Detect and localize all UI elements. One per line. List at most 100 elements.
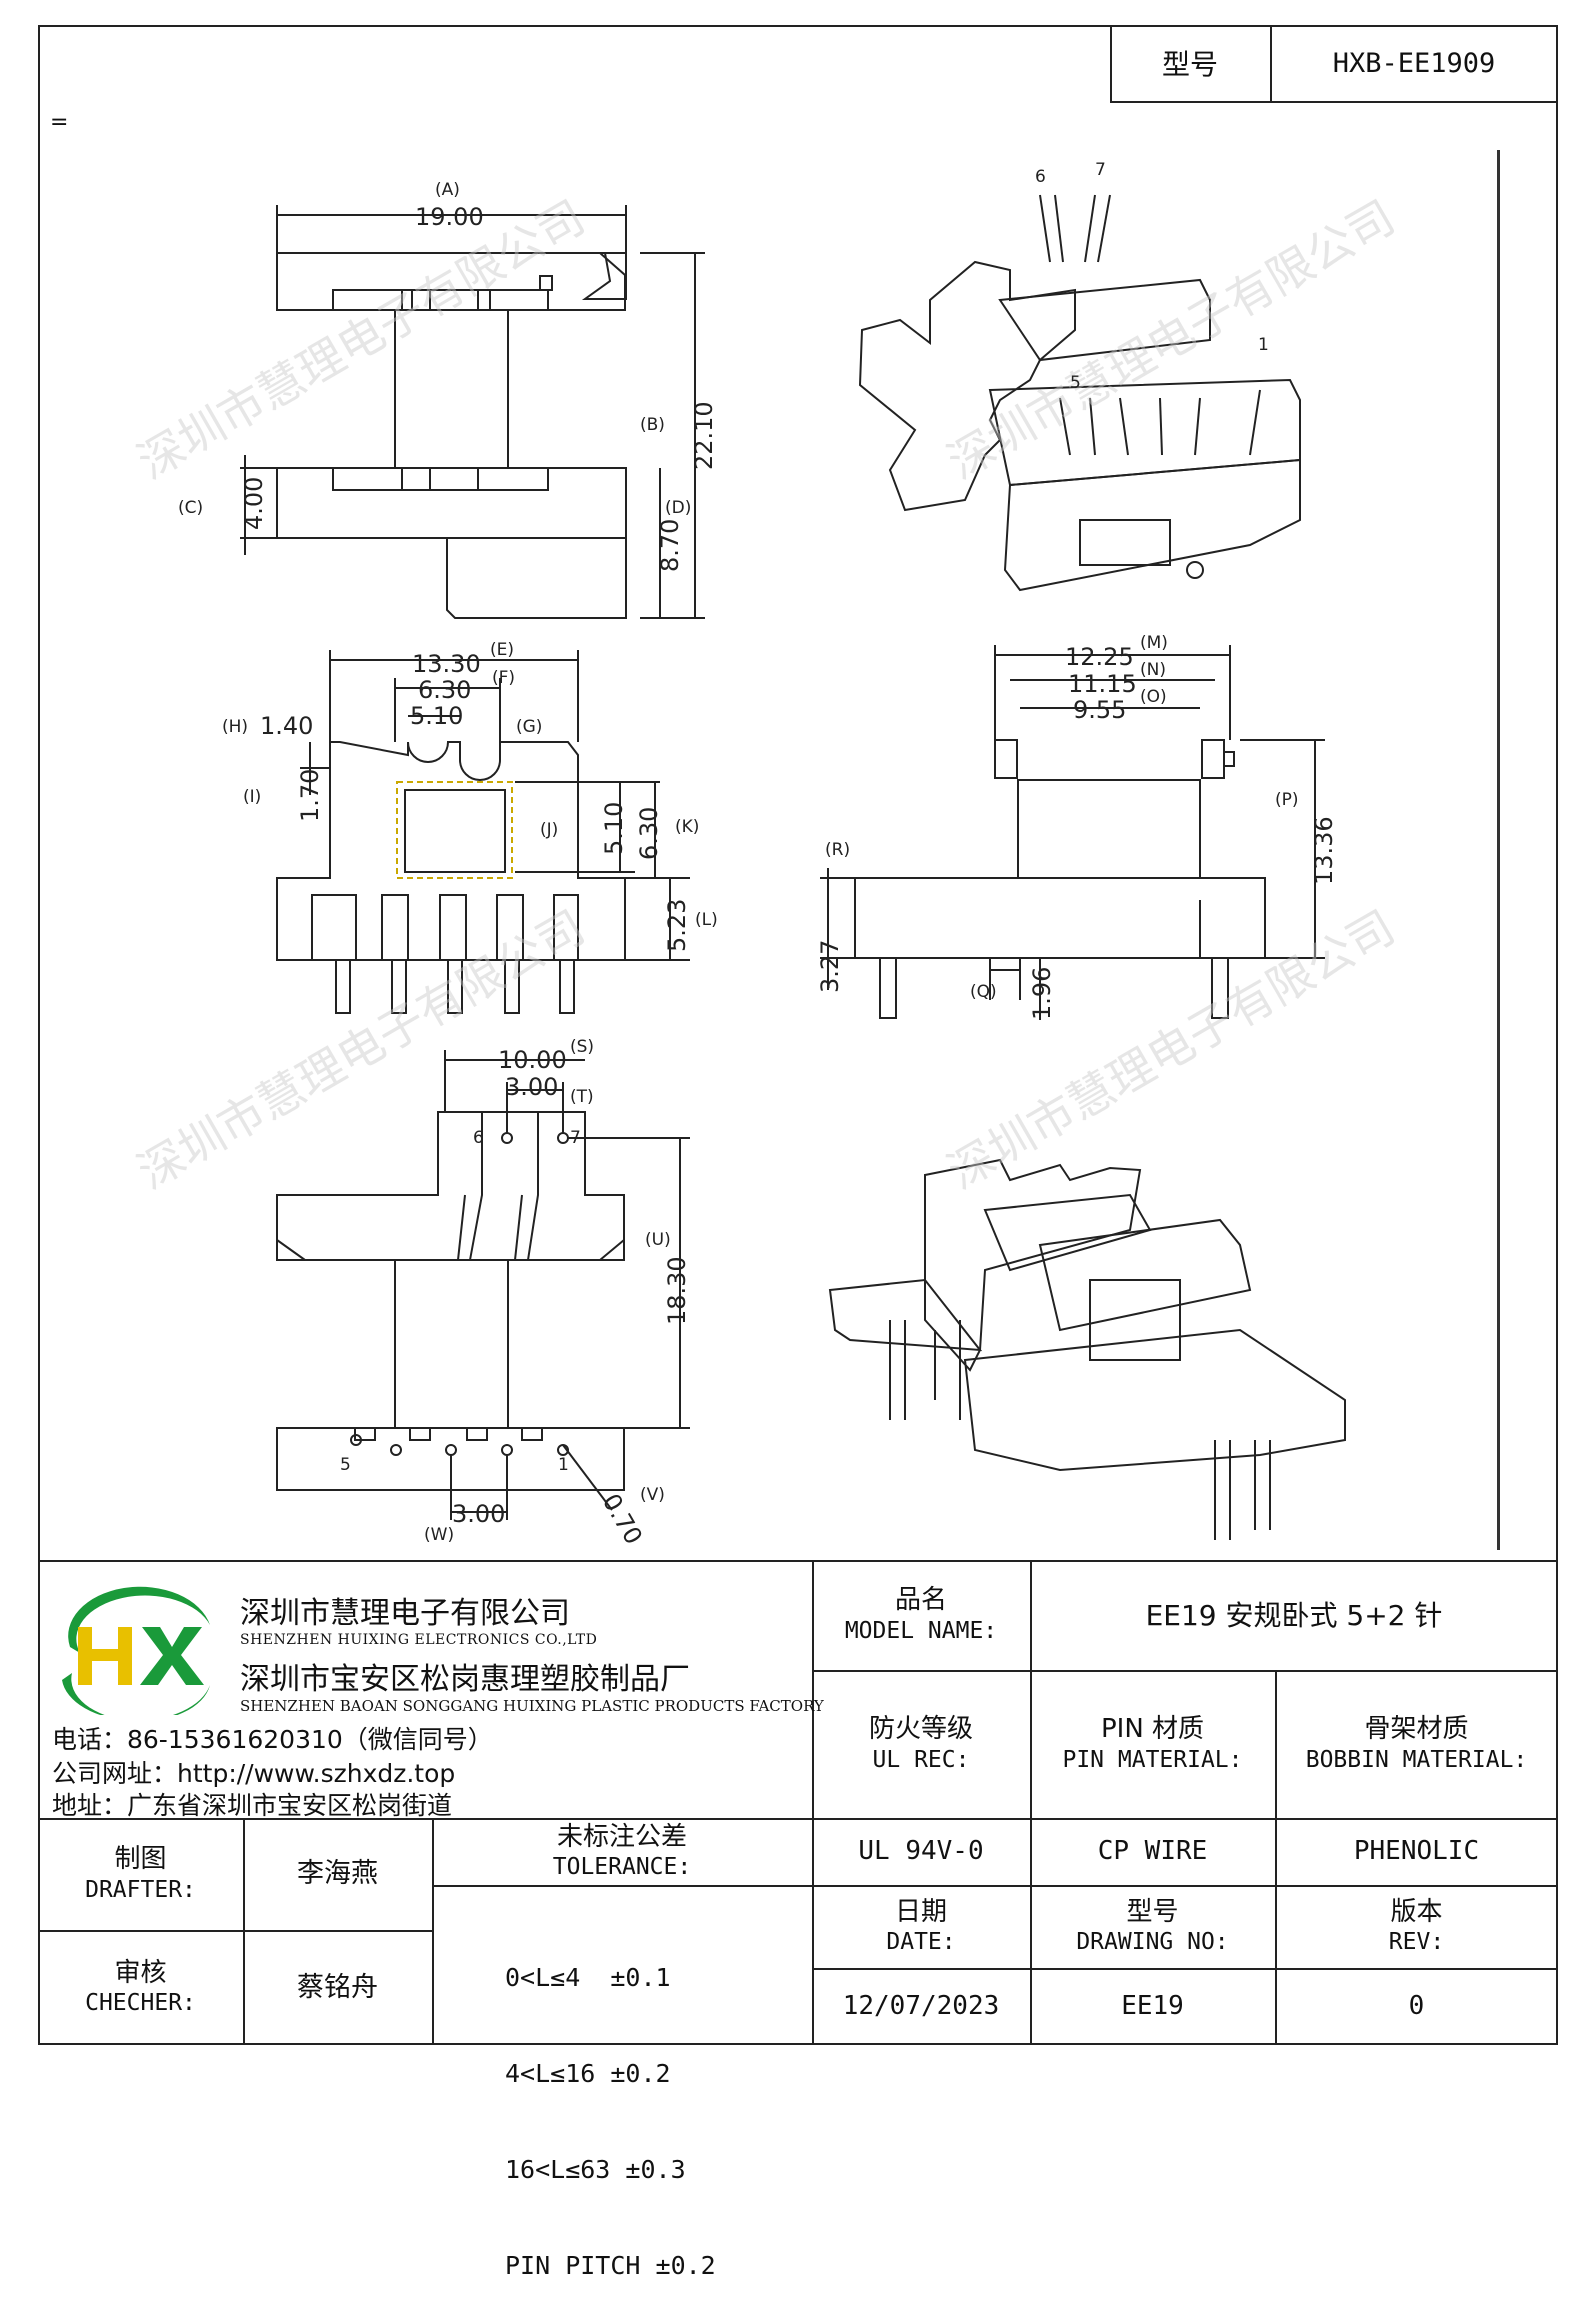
dim-t-label: (T) — [570, 1087, 594, 1107]
header-model-box — [1110, 25, 1558, 103]
view-iso-top — [858, 194, 1301, 592]
dim-t-value: 3.00 — [505, 1073, 558, 1101]
view-front — [240, 205, 705, 619]
pin-6-bottom: 6 — [473, 1128, 484, 1148]
company-name-cn: 深圳市慧理电子有限公司 — [240, 1596, 570, 1631]
company-logo — [62, 1586, 210, 1715]
pin-material-cn: PIN 材质 — [1100, 1714, 1205, 1745]
dim-p-label: (P) — [1275, 790, 1299, 810]
dim-h-value: 1.40 — [260, 712, 313, 740]
date-en: DATE: — [886, 1929, 956, 1956]
tolerance-line-2: 4<L≤16 ±0.2 — [505, 2059, 671, 2088]
tolerance-line-3: 16<L≤63 ±0.3 — [505, 2155, 686, 2184]
rev-cn: 版本 — [1390, 1896, 1443, 1927]
tolerance-cn: 未标注公差 — [556, 1821, 687, 1852]
bobbin-material-en: BOBBIN MATERIAL: — [1305, 1746, 1528, 1773]
drafter-name: 李海燕 — [297, 1858, 378, 1890]
pin-7-iso: 7 — [1095, 160, 1106, 180]
date-value: 12/07/2023 — [842, 1991, 1000, 2022]
pin-6-iso: 6 — [1035, 167, 1046, 187]
tolerance-en: TOLERANCE: — [552, 1854, 692, 1881]
pin-5-bottom: 5 — [340, 1455, 351, 1475]
view-right-side — [820, 645, 1325, 1020]
dim-m-label: (M) — [1140, 633, 1168, 653]
tolerance-line-1: 0<L≤4 ±0.1 — [505, 1963, 671, 1992]
checker-name: 蔡铭舟 — [297, 1971, 378, 2003]
view-side — [276, 650, 690, 1014]
dim-k-label: (K) — [675, 817, 699, 837]
dim-s-value: 10.00 — [498, 1046, 567, 1074]
dim-b-label: (B) — [640, 415, 665, 435]
dim-i-label: (I) — [243, 787, 261, 807]
tolerance-list: 0<L≤4 ±0.1 4<L≤16 ±0.2 16<L≤63 ±0.3 PIN … — [505, 1898, 716, 2314]
view-iso-bottom — [828, 1158, 1346, 1540]
dim-p-value: 13.36 — [1310, 816, 1338, 885]
dim-e-label: (E) — [490, 640, 514, 660]
dim-r-label: (R) — [825, 840, 850, 860]
right-rule — [1497, 150, 1500, 1550]
pin-material-value: CP WIRE — [1097, 1836, 1208, 1867]
dim-o-label: (O) — [1140, 687, 1167, 707]
watermark-1: 深圳市慧理电子有限公司 — [129, 190, 594, 490]
company-name-en: SHENZHEN HUIXING ELECTRONICS CO.,LTD — [240, 1632, 598, 1648]
factory-name-en: SHENZHEN BAOAN SONGGANG HUIXING PLASTIC … — [240, 1697, 824, 1715]
technical-drawings: 深圳市慧理电子有限公司 深圳市慧理电子有限公司 深圳市慧理电子有限公司 深圳市慧… — [129, 160, 1404, 1549]
checker-en: CHECHER: — [85, 1990, 196, 2017]
drafter-header: 制图 DRAFTER: — [38, 1818, 243, 1930]
header-model-value: HXB-EE1909 — [1332, 48, 1496, 80]
dim-b-value: 22.10 — [690, 401, 718, 470]
bobbin-material-header: 骨架材质 BOBBIN MATERIAL: — [1275, 1670, 1558, 1818]
dim-v-label: (V) — [640, 1485, 665, 1505]
bobbin-material-value: PHENOLIC — [1353, 1836, 1480, 1867]
drawing-no-value: EE19 — [1121, 1991, 1184, 2022]
pin-7-bottom: 7 — [570, 1128, 581, 1148]
dim-d-label: (D) — [665, 498, 691, 518]
model-name-header: 品名 MODEL NAME: — [812, 1560, 1030, 1670]
drawing-no-cn: 型号 — [1126, 1896, 1179, 1927]
drawing-no-header: 型号 DRAWING NO: — [1030, 1885, 1275, 1968]
drafter-en: DRAFTER: — [85, 1876, 196, 1903]
rev-en: REV: — [1388, 1929, 1445, 1956]
dim-s-label: (S) — [570, 1037, 594, 1057]
dim-o-value: 9.55 — [1073, 696, 1126, 724]
dim-k-value-1: 5.10 — [600, 802, 628, 855]
drawing-frame — [38, 25, 1558, 2045]
ul-rec-cn: 防火等级 — [868, 1714, 973, 1745]
pin-5-iso: 5 — [1070, 373, 1081, 393]
dim-m-value: 12.25 — [1065, 643, 1134, 671]
model-name-en: MODEL NAME: — [844, 1617, 998, 1644]
model-name-cn: 品名 — [894, 1585, 947, 1616]
dim-l-value: 5.23 — [663, 899, 691, 952]
watermark-4: 深圳市慧理电子有限公司 — [939, 900, 1404, 1200]
dim-r-value: 3.27 — [816, 940, 844, 993]
dim-c-value: 4.00 — [240, 477, 268, 530]
company-phone: 电话：86-15361620310（微信同号） — [52, 1725, 493, 1754]
watermark-2: 深圳市慧理电子有限公司 — [939, 190, 1404, 490]
dim-n-value: 11.15 — [1068, 670, 1137, 698]
pin-1-bottom: 1 — [558, 1455, 569, 1475]
tolerance-line-4: PIN PITCH ±0.2 — [505, 2251, 716, 2280]
date-header: 日期 DATE: — [812, 1885, 1030, 1968]
dim-u-label: (U) — [645, 1230, 671, 1250]
model-name-value: EE19 安规卧式 5+2 针 — [1145, 1598, 1443, 1632]
dim-u-value: 18.30 — [663, 1256, 691, 1325]
dim-k-value-2: 6.30 — [635, 807, 663, 860]
dim-f-value: 6.30 — [418, 676, 471, 704]
dim-a-label: (A) — [435, 180, 460, 200]
checker-header: 审核 CHECHER: — [38, 1930, 243, 2045]
pin-1-iso: 1 — [1258, 335, 1269, 355]
company-website: 公司网址：http://www.szhxdz.top — [52, 1759, 456, 1788]
dim-a-value: 19.00 — [415, 203, 484, 231]
rev-value: 0 — [1408, 1991, 1425, 2022]
drafter-cn: 制图 — [114, 1844, 167, 1875]
dim-d-value: 8.70 — [656, 519, 684, 572]
ul-rec-header: 防火等级 UL REC: — [812, 1670, 1030, 1818]
dim-l-label: (L) — [695, 910, 718, 930]
header-model-label: 型号 — [1161, 47, 1218, 81]
dim-g-label: (G) — [516, 717, 542, 737]
dim-c-label: (C) — [178, 498, 203, 518]
pin-material-en: PIN MATERIAL: — [1062, 1746, 1243, 1773]
dim-e-value: 13.30 — [412, 650, 481, 678]
dim-n-label: (N) — [1140, 660, 1166, 680]
ul-rec-en: UL REC: — [872, 1746, 970, 1773]
